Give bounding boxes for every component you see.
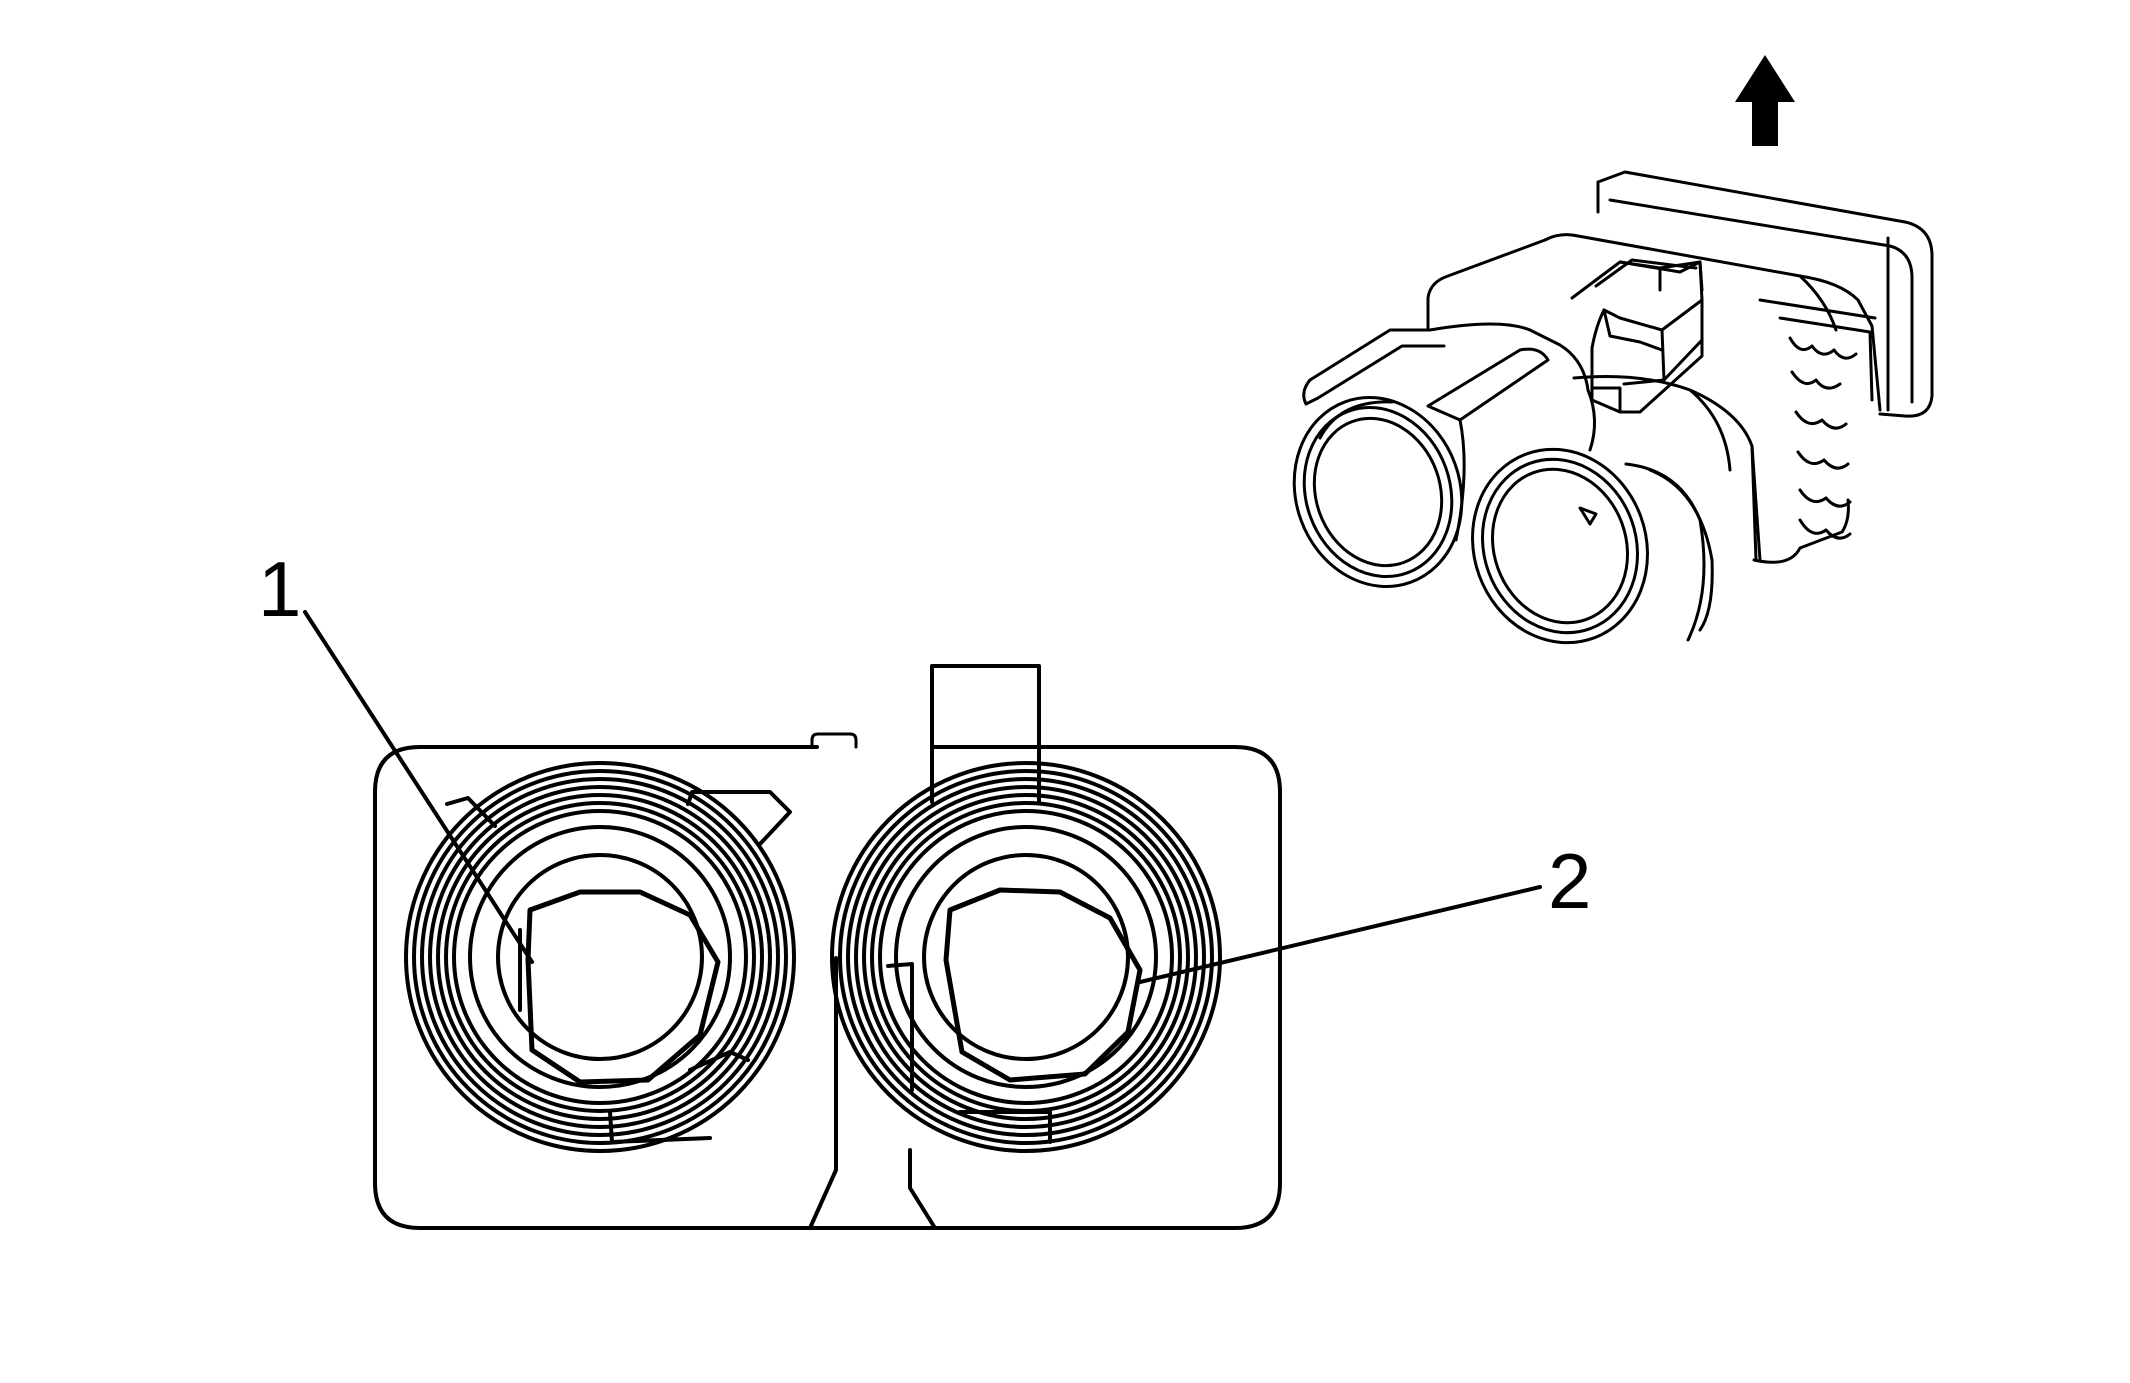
- leader-line-2: [1138, 885, 1542, 984]
- callout-2: 2: [1548, 837, 1591, 925]
- connector-isometric-view: [1292, 170, 1934, 645]
- connector-front-view: [373, 664, 1282, 1230]
- arrow-up-icon: [1735, 55, 1795, 146]
- leader-line-1: [303, 610, 534, 964]
- callout-1: 1: [258, 545, 301, 633]
